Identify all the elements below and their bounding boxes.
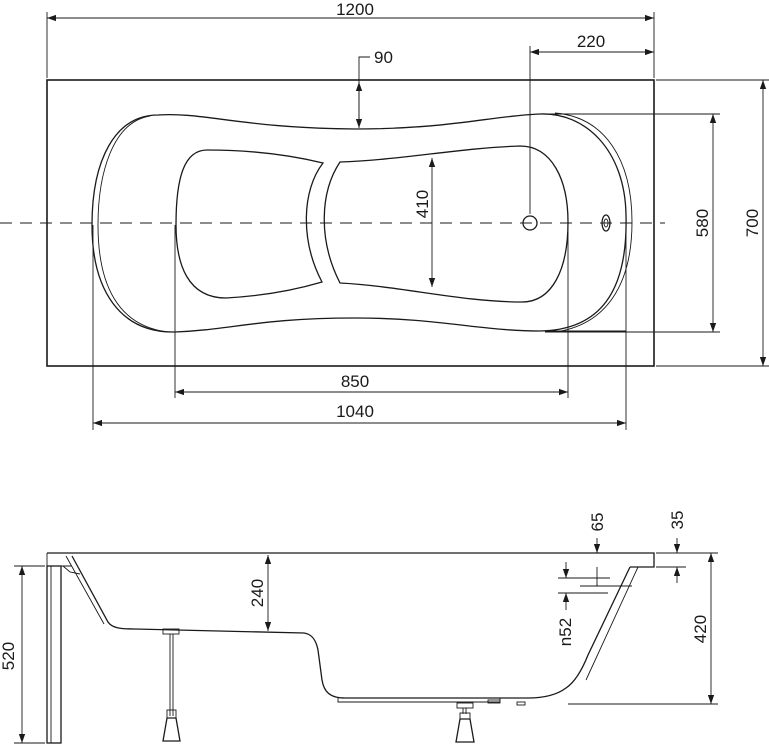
dim-overflow-offset: 65 (588, 513, 607, 532)
rim-top (47, 552, 655, 568)
left-leg (162, 628, 181, 742)
dim-inner-width: 580 (693, 209, 712, 237)
front-panel (46, 565, 62, 744)
dim-rim-offset: 90 (374, 48, 393, 67)
dim-drain-offset: 220 (577, 32, 605, 51)
overflow-icon (601, 214, 611, 232)
dim-overall-length: 1200 (336, 0, 374, 19)
overflow-inner (603, 218, 609, 228)
right-leg (455, 702, 475, 743)
rim-edge (97, 112, 633, 333)
dim-rim-height: 420 (691, 615, 710, 643)
tub-body-profile (71, 555, 631, 699)
overflow-fitting (574, 577, 632, 594)
dim-basin-length: 1040 (336, 402, 374, 421)
dim-bottom-length: 850 (341, 372, 369, 391)
side-view: 520 240 420 65 35 n52 (0, 511, 718, 744)
dim-total-height: 520 (0, 642, 18, 670)
drain-icon (522, 215, 538, 231)
top-view: 1200 220 90 410 580 700 850 1040 (0, 0, 769, 430)
dim-rim-thickness: 35 (668, 511, 687, 530)
dim-overflow-diameter: n52 (556, 618, 575, 646)
basin-bottom-right (323, 145, 569, 303)
dim-basin-depth: 240 (248, 579, 267, 607)
dim-overall-width: 700 (743, 209, 762, 237)
basin-bottom-left (175, 149, 325, 299)
dim-bottom-width: 410 (413, 190, 432, 218)
